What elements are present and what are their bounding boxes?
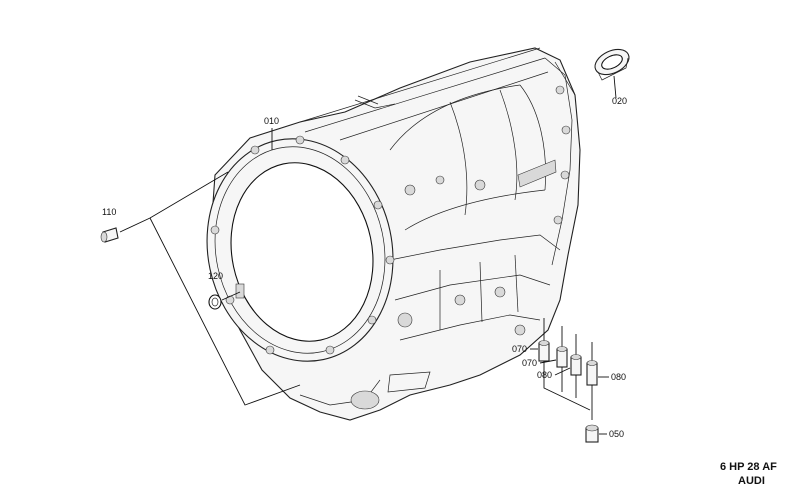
callout-020: 020	[612, 96, 627, 106]
o-ring-120	[208, 294, 222, 310]
callout-050: 050	[609, 429, 624, 439]
rear-seal-ring	[594, 48, 630, 99]
leader-070-b	[539, 359, 557, 364]
caption-make: AUDI	[738, 475, 765, 487]
callout-080-a: 080	[537, 370, 552, 380]
callout-010: 010	[264, 116, 279, 126]
leader-080-a	[554, 367, 571, 376]
sleeve-group	[538, 318, 599, 443]
leader-bracket	[149, 217, 301, 406]
callout-070-a: 070	[512, 344, 527, 354]
callout-070-b: 070	[522, 358, 537, 368]
caption-model: 6 HP 28 AF	[720, 461, 777, 473]
callout-080-b: 080	[611, 372, 626, 382]
leader-120	[221, 291, 241, 301]
bell-housing	[206, 135, 395, 362]
callout-120: 120	[208, 271, 223, 281]
callout-110: 110	[102, 207, 116, 217]
plug-110	[100, 227, 119, 243]
